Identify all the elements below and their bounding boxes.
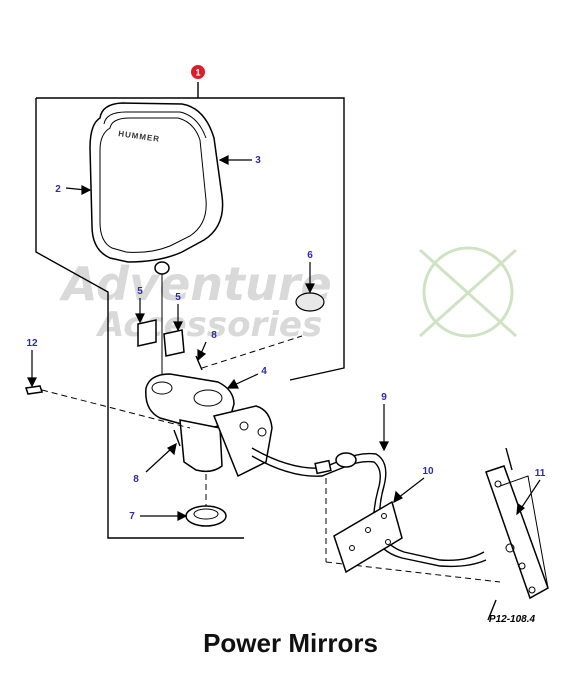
callout-bracket: 10 bbox=[422, 466, 434, 477]
plug bbox=[295, 292, 325, 312]
callout-clip-left: 5 bbox=[137, 286, 143, 297]
callout-mirror-housing: 3 bbox=[255, 155, 261, 166]
callout-pin-lower: 8 bbox=[133, 474, 139, 485]
callout-door-panel: 11 bbox=[535, 468, 546, 479]
watermark-compass-icon bbox=[418, 246, 518, 338]
callout-assembly: 1 bbox=[191, 65, 205, 79]
door-panel bbox=[485, 447, 549, 621]
watermark-line-1: Adventure bbox=[59, 257, 332, 311]
assembly-outline bbox=[35, 82, 345, 539]
callout-arm: 4 bbox=[261, 366, 267, 377]
callout-plug: 6 bbox=[307, 250, 313, 261]
grommet bbox=[185, 474, 227, 527]
callout-grommet: 7 bbox=[129, 511, 135, 522]
watermark-line-2: Accessories bbox=[95, 305, 322, 345]
page-title: Power Mirrors bbox=[203, 628, 378, 658]
callout-screw: 12 bbox=[26, 338, 38, 349]
mirror-arm bbox=[145, 373, 273, 478]
clips bbox=[137, 319, 185, 357]
callout-label-assembly: 1 bbox=[195, 68, 200, 78]
leader-lines bbox=[27, 155, 541, 521]
callout-mirror-face: 2 bbox=[55, 184, 61, 195]
mounting-bracket bbox=[333, 500, 403, 574]
mirror-ball-joint bbox=[154, 261, 170, 275]
assembly-marker-icon bbox=[191, 65, 205, 79]
callout-pin-upper: 8 bbox=[211, 330, 217, 341]
wiring-harness bbox=[251, 447, 501, 583]
callout-harness: 9 bbox=[381, 392, 387, 403]
reference-code: P12-108.4 bbox=[489, 614, 536, 625]
callout-clip-right: 5 bbox=[175, 292, 181, 303]
fasteners bbox=[25, 335, 303, 447]
watermark: Adventure Accessories bbox=[59, 246, 518, 345]
mirror-head: HUMMER bbox=[89, 102, 224, 382]
